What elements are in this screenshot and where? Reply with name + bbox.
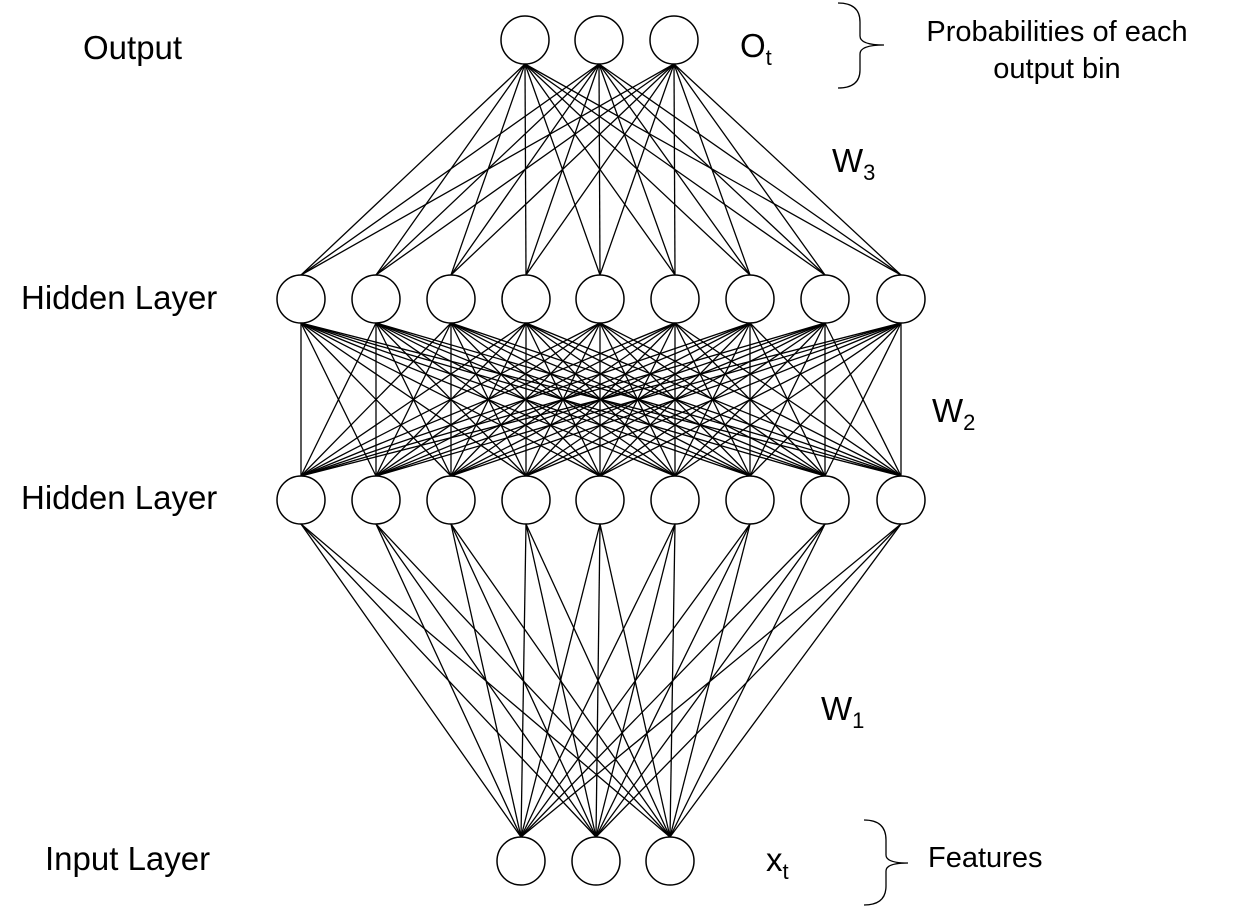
output-symbol-label: Ot xyxy=(740,27,772,69)
hidden-layer-top-label: Hidden Layer xyxy=(21,279,218,316)
w2-connection xyxy=(674,322,902,477)
w1-connection xyxy=(595,523,902,838)
output-layer-label: Output xyxy=(83,29,183,66)
w3-connection xyxy=(524,63,902,276)
input-symbol-subscript: t xyxy=(782,859,789,884)
w1-connection xyxy=(520,523,601,838)
w3-connection xyxy=(300,63,600,276)
w3-connection xyxy=(375,63,675,276)
w1-connection xyxy=(520,523,527,838)
input-brace xyxy=(863,819,909,906)
w3-connection xyxy=(450,63,675,276)
hidden-top-node-1 xyxy=(276,274,326,324)
w2-connection xyxy=(300,322,527,477)
output-node-2 xyxy=(574,15,624,65)
w2-connection xyxy=(300,322,826,477)
output-bins-note: Probabilities of each output bin xyxy=(897,14,1217,88)
w2-connection xyxy=(599,322,902,477)
hidden-bottom-node-6 xyxy=(650,475,700,525)
network-nodes xyxy=(276,15,926,886)
hidden-bottom-node-3 xyxy=(426,475,476,525)
weight-w3-label: W3 xyxy=(832,142,875,184)
w3-connection xyxy=(525,63,675,276)
hidden-bottom-node-1 xyxy=(276,475,326,525)
w1-subscript: 1 xyxy=(852,708,865,733)
input-node-3 xyxy=(645,836,695,886)
w2-connection xyxy=(300,322,751,477)
output-bins-note-line2: output bin xyxy=(993,53,1121,86)
w2-connection xyxy=(824,322,902,477)
hidden-top-node-3 xyxy=(426,274,476,324)
hidden-bottom-node-8 xyxy=(800,475,850,525)
w1-connection xyxy=(450,523,522,838)
w2-connection xyxy=(450,322,902,477)
input-symbol-label: xt xyxy=(766,841,789,883)
w3-connection xyxy=(300,63,526,276)
features-note-text: Features xyxy=(928,842,1043,874)
w3-connection xyxy=(673,63,676,276)
hidden-bottom-node-7 xyxy=(725,475,775,525)
w3-connection xyxy=(673,63,902,276)
w1-connection xyxy=(520,523,902,838)
hidden-top-node-5 xyxy=(575,274,625,324)
output-brace xyxy=(837,2,885,89)
hidden-top-node-4 xyxy=(501,274,551,324)
w3-subscript: 3 xyxy=(863,160,876,185)
hidden-bottom-node-4 xyxy=(501,475,551,525)
hidden-top-node-2 xyxy=(351,274,401,324)
w2-symbol: W xyxy=(932,392,964,429)
hidden-top-node-7 xyxy=(725,274,775,324)
w1-connection xyxy=(669,523,826,838)
hidden-bottom-node-5 xyxy=(575,475,625,525)
connection-edges xyxy=(300,63,902,838)
input-node-1 xyxy=(496,836,546,886)
hidden-top-node-8 xyxy=(800,274,850,324)
hidden-bottom-node-9 xyxy=(876,475,926,525)
w3-connection xyxy=(599,63,675,276)
output-bins-note-line1: Probabilities of each xyxy=(926,16,1188,48)
output-symbol-subscript: t xyxy=(765,45,772,70)
features-note: Features xyxy=(928,840,1042,877)
w2-connection xyxy=(300,322,377,477)
w3-connection xyxy=(673,63,826,276)
annotation-braces xyxy=(837,2,909,906)
w2-connection xyxy=(375,322,902,477)
w1-symbol: W xyxy=(821,690,853,727)
input-node-2 xyxy=(571,836,621,886)
output-node-1 xyxy=(500,15,550,65)
w1-connection xyxy=(520,523,751,838)
w1-connection xyxy=(300,523,522,838)
hidden-layer-bottom-label: Hidden Layer xyxy=(21,479,218,516)
w1-connection xyxy=(520,523,676,838)
weight-w1-label: W1 xyxy=(821,690,864,732)
output-symbol: O xyxy=(740,27,766,64)
w1-connection xyxy=(520,523,826,838)
output-node-3 xyxy=(649,15,699,65)
w2-connection xyxy=(300,322,601,477)
w1-connection xyxy=(669,523,902,838)
w2-subscript: 2 xyxy=(963,410,976,435)
w2-connection xyxy=(300,322,452,477)
w2-connection xyxy=(300,322,902,477)
w1-connection xyxy=(375,523,522,838)
w3-connection xyxy=(300,63,675,276)
input-symbol: x xyxy=(766,841,783,878)
w3-symbol: W xyxy=(832,142,864,179)
w2-connection xyxy=(300,322,676,477)
weight-w2-label: W2 xyxy=(932,392,975,434)
w3-connection xyxy=(673,63,751,276)
hidden-top-node-9 xyxy=(876,274,926,324)
input-layer-label: Input Layer xyxy=(45,840,211,877)
hidden-bottom-node-2 xyxy=(351,475,401,525)
w2-connection xyxy=(749,322,902,477)
w2-connection xyxy=(525,322,902,477)
hidden-top-node-6 xyxy=(650,274,700,324)
